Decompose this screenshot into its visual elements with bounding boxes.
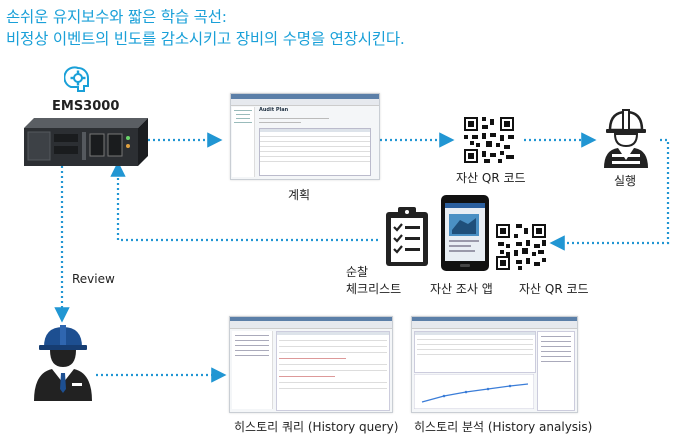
ems3000-server-icon bbox=[24, 118, 148, 166]
asset-qr-code-top bbox=[464, 117, 514, 163]
history-query-screenshot bbox=[229, 316, 393, 413]
headline-line-2: 비정상 이벤트의 빈도를 감소시키고 장비의 수명을 연장시킨다. bbox=[6, 30, 405, 48]
checklist-label-line1: 순찰 bbox=[346, 265, 369, 279]
arrow-return-to-server bbox=[110, 161, 378, 242]
history-trend-thumbnail bbox=[414, 374, 534, 409]
history-query-label: 히스토리 쿼리 (History query) bbox=[234, 420, 399, 434]
audit-plan-title: Audit Plan bbox=[259, 107, 289, 113]
audit-plan-screenshot: Audit Plan bbox=[230, 93, 380, 180]
gear-person-icon bbox=[64, 66, 89, 92]
manager-icon bbox=[34, 325, 92, 401]
field-worker-icon bbox=[604, 109, 648, 168]
asset-qr-code-bottom bbox=[496, 224, 546, 270]
review-label: Review bbox=[72, 272, 115, 286]
app-label: 자산 조사 앱 bbox=[430, 282, 493, 296]
patrol-checklist-icon bbox=[386, 207, 428, 266]
history-analysis-label: 히스토리 분석 (History analysis) bbox=[414, 420, 593, 434]
asset-qr-label-top: 자산 QR 코드 bbox=[456, 171, 526, 185]
asset-qr-label-bottom: 자산 QR 코드 bbox=[519, 282, 589, 296]
history-analysis-screenshot bbox=[411, 316, 578, 413]
device-name: EMS3000 bbox=[52, 99, 120, 114]
asset-survey-phone-icon bbox=[441, 195, 489, 271]
execution-label: 실행 bbox=[614, 174, 637, 188]
checklist-label-line2: 체크리스트 bbox=[346, 282, 402, 296]
headline-line-1: 손쉬운 유지보수와 짧은 학습 곡선: bbox=[6, 8, 227, 26]
plan-label: 계획 bbox=[288, 188, 311, 202]
